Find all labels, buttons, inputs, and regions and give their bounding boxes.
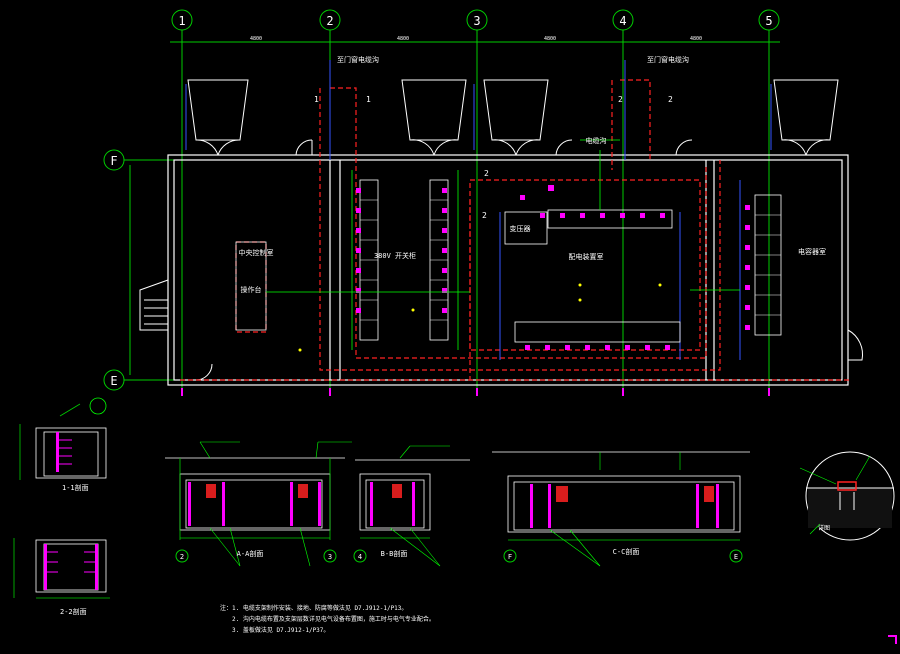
detail-c-c-fill — [530, 484, 719, 528]
detail-label-2-2: 2-2剖面 — [60, 607, 87, 616]
note-1: 注：1. 电缆支架制作安装、接地、防腐等做法见 D7.J912-1/P13。 — [220, 604, 407, 612]
dim-3: 4800 — [544, 36, 556, 42]
detail-axis-3: 3 — [328, 553, 332, 561]
building-walls — [167, 154, 849, 386]
detail-b-b-hatch — [392, 484, 402, 498]
cabinet-dividers — [360, 199, 781, 321]
detail-label-1-1: 1-1剖面 — [62, 483, 89, 492]
detail-b-b — [355, 459, 470, 539]
detail-a-a-leaders — [199, 441, 352, 567]
circular-detail — [799, 451, 895, 541]
axis-label-E: E — [110, 374, 117, 388]
note-3: 3. 盖板做法见 D7.J912-1/P37。 — [232, 626, 329, 634]
section-ref-a1b: 1 — [366, 95, 371, 104]
circular-detail-label: 详图 — [818, 524, 830, 532]
switchgear-cabinets — [235, 179, 782, 343]
room-label-console: 操作台 — [241, 285, 262, 294]
transformer-bays — [187, 79, 863, 381]
cable-note-callout: 电缆沟 — [586, 136, 607, 145]
detail-a-a-hatch — [206, 484, 308, 498]
detail-a-a-fill — [188, 482, 321, 526]
dim-2: 4800 — [397, 36, 409, 42]
dim-1: 4800 — [250, 36, 262, 42]
cable-note-1: 至门窗电缆沟 — [337, 55, 379, 64]
room-label-capacitor: 电容器室 — [798, 247, 826, 256]
detail-c-c-hatch — [556, 486, 714, 502]
section-ref-a2b: 2 — [668, 95, 673, 104]
stairs — [139, 279, 169, 331]
detail-b-b-axes — [353, 549, 367, 563]
axis-label-2: 2 — [326, 14, 333, 28]
detail-b-b-fill — [370, 482, 415, 526]
detail-a-a-axes — [175, 549, 337, 563]
detail-1-1-fill — [56, 432, 59, 472]
corner-marker — [888, 635, 897, 644]
room-label-switchgear: 配电装置室 — [569, 252, 604, 261]
axis-label-5: 5 — [765, 14, 772, 28]
detail-c-c-leaders — [549, 452, 681, 567]
detail-1-1 — [19, 397, 107, 480]
detail-axis-E: E — [734, 553, 738, 561]
detail-a-a — [165, 457, 345, 540]
detail-label-b-b: B-B剖面 — [381, 549, 408, 558]
detail-axis-4: 4 — [358, 553, 362, 561]
axis-label-F: F — [110, 154, 117, 168]
axis-grid-top — [171, 9, 780, 395]
blue-cable-lines — [185, 60, 772, 360]
cabinet-markers — [356, 185, 750, 350]
section-ref-a1: 1 — [314, 95, 319, 104]
room-label-control: 中央控制室 — [239, 248, 274, 257]
detail-axis-F: F — [508, 553, 512, 561]
detail-c-c — [492, 451, 750, 541]
dim-4: 4800 — [690, 36, 702, 42]
detail-2-2-brackets — [47, 551, 95, 573]
axis-grid-side — [103, 149, 180, 391]
room-label-380v: 380V 开关柜 — [374, 251, 416, 260]
note-2: 2. 沟内电缆布置及支架层数详见电气设备布置图，施工时与电气专业配合。 — [232, 615, 435, 623]
axis-label-3: 3 — [473, 14, 480, 28]
yellow-markers — [298, 283, 662, 352]
section-ref-a4: 2 — [482, 211, 487, 220]
detail-1-1-brackets — [58, 439, 72, 465]
detail-axis-2: 2 — [180, 553, 184, 561]
detail-label-a-a: A-A剖面 — [237, 549, 264, 558]
column-markers — [181, 388, 770, 396]
green-trench-lines — [266, 139, 740, 350]
detail-label-c-c: C-C剖面 — [613, 547, 640, 556]
detail-b-b-leaders — [389, 445, 450, 567]
axis-label-4: 4 — [619, 14, 626, 28]
section-ref-a3: 2 — [484, 169, 489, 178]
cable-note-2: 至门窗电缆沟 — [647, 55, 689, 64]
detail-c-c-axes — [503, 549, 743, 563]
section-ref-a2: 2 — [618, 95, 623, 104]
cable-trench — [180, 79, 850, 381]
axis-label-1: 1 — [178, 14, 185, 28]
room-label-transformer: 变压器 — [510, 224, 531, 233]
detail-2-2-fill — [44, 544, 98, 590]
